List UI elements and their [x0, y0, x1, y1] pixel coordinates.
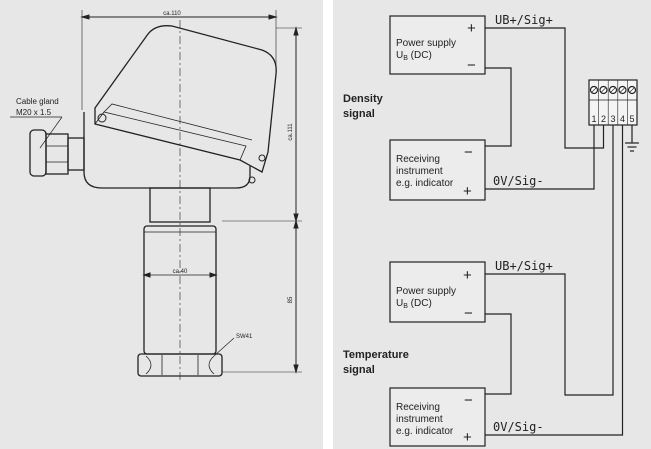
temperature-power-supply-line2: UB (DC) [396, 298, 432, 310]
stem-dimension-text: ca.40 [173, 269, 188, 275]
density-receiver-box [389, 139, 486, 201]
density-ps-plus: + [467, 20, 476, 37]
dimension-drawing: ca.110 ca.111 85 [10, 10, 302, 382]
density-receiver-line1: Receiving [396, 154, 440, 165]
gland-leader [39, 116, 63, 149]
wiring-diagram: 1 2 3 4 5 Power supply UB (DC) + − Recei… [343, 13, 639, 447]
cover-screw-right [258, 154, 266, 162]
density-power-supply-line2: UB (DC) [396, 50, 432, 62]
terminal-2-label: 2 [601, 114, 606, 124]
arrow-left [80, 14, 90, 20]
temperature-power-supply-line1: Power supply [396, 286, 456, 297]
density-receiver-line2: instrument [396, 166, 443, 177]
temperature-ps-minus: − [464, 305, 473, 322]
terminal-block [588, 79, 638, 126]
density-0v-sig-label: 0V/Sig- [493, 174, 544, 188]
arrow-right [268, 14, 278, 20]
cover-screw-left [97, 113, 107, 123]
temperature-rx-minus: − [464, 392, 473, 409]
cable-gland-size: M20 x 1.5 [16, 108, 52, 117]
temperature-receiver-line1: Receiving [396, 402, 440, 413]
terminal-1-label: 1 [591, 114, 596, 124]
temperature-wire-0v [485, 125, 624, 436]
arrow-mid-up [293, 213, 299, 223]
temperature-signal-label-line1: Temperature [343, 349, 409, 361]
temperature-receiver-line3: e.g. indicator [396, 426, 454, 437]
arrow-top [293, 26, 299, 36]
hex-facet-2 [208, 355, 215, 375]
height-dimension-text: ca.111 [288, 123, 294, 141]
temperature-ub-sig-label: UB+/Sig+ [495, 259, 553, 273]
wrench-leader [213, 337, 235, 357]
arrow-bottom [293, 364, 299, 374]
hex-facet-1 [145, 355, 152, 375]
temperature-0v-sig-label: 0V/Sig- [493, 420, 544, 434]
temperature-ps-plus: + [463, 267, 472, 284]
density-power-supply-box [389, 15, 486, 75]
density-ub-sig-label: UB+/Sig+ [495, 13, 553, 27]
terminal-4-label: 4 [620, 114, 625, 124]
density-signal-label-line1: Density [343, 93, 384, 105]
temperature-signal-label-line2: signal [343, 364, 375, 376]
density-power-supply-line1: Power supply [396, 38, 456, 49]
cable-gland-title: Cable gland [16, 97, 59, 106]
wiring-diagram-panel: 1 2 3 4 5 Power supply UB (DC) + − Recei… [333, 0, 651, 449]
density-signal-label-line2: signal [343, 108, 375, 120]
density-ps-minus: − [467, 57, 476, 74]
density-rx-plus: + [463, 183, 472, 200]
cover-hinge [103, 103, 253, 141]
cable-gland-thread [67, 137, 85, 171]
cable-gland-cap [29, 129, 47, 177]
lower-dimension-text: 85 [288, 296, 294, 303]
temperature-receiver-box [389, 387, 486, 447]
housing-cover [94, 25, 277, 173]
terminal-5-label: 5 [629, 114, 634, 124]
temperature-receiver-line2: instrument [396, 414, 443, 425]
temperature-power-supply-box [389, 261, 486, 323]
arrow-mid-down [293, 219, 299, 229]
temperature-wire-ub [485, 125, 614, 396]
density-rx-minus: − [464, 144, 473, 161]
stem-arrow-left [142, 272, 151, 278]
housing-base [83, 112, 251, 189]
cover-rim [94, 111, 247, 161]
dimension-drawing-panel: ca.110 ca.111 85 [0, 0, 323, 449]
density-wire-ub [485, 27, 605, 149]
cable-gland-nut [45, 133, 69, 175]
wrench-size-text: SW41 [236, 334, 253, 340]
density-wire-0v [485, 125, 595, 190]
temperature-wire-ps-rx [485, 313, 512, 395]
density-receiver-line3: e.g. indicator [396, 178, 454, 189]
cover-latch [248, 176, 256, 184]
terminal-3-label: 3 [610, 114, 615, 124]
stem-arrow-right [209, 272, 218, 278]
width-dimension-text: ca.110 [163, 11, 181, 17]
density-wire-ps-rx [485, 67, 512, 147]
temperature-rx-plus: + [463, 429, 472, 446]
ground-symbol [625, 125, 639, 152]
